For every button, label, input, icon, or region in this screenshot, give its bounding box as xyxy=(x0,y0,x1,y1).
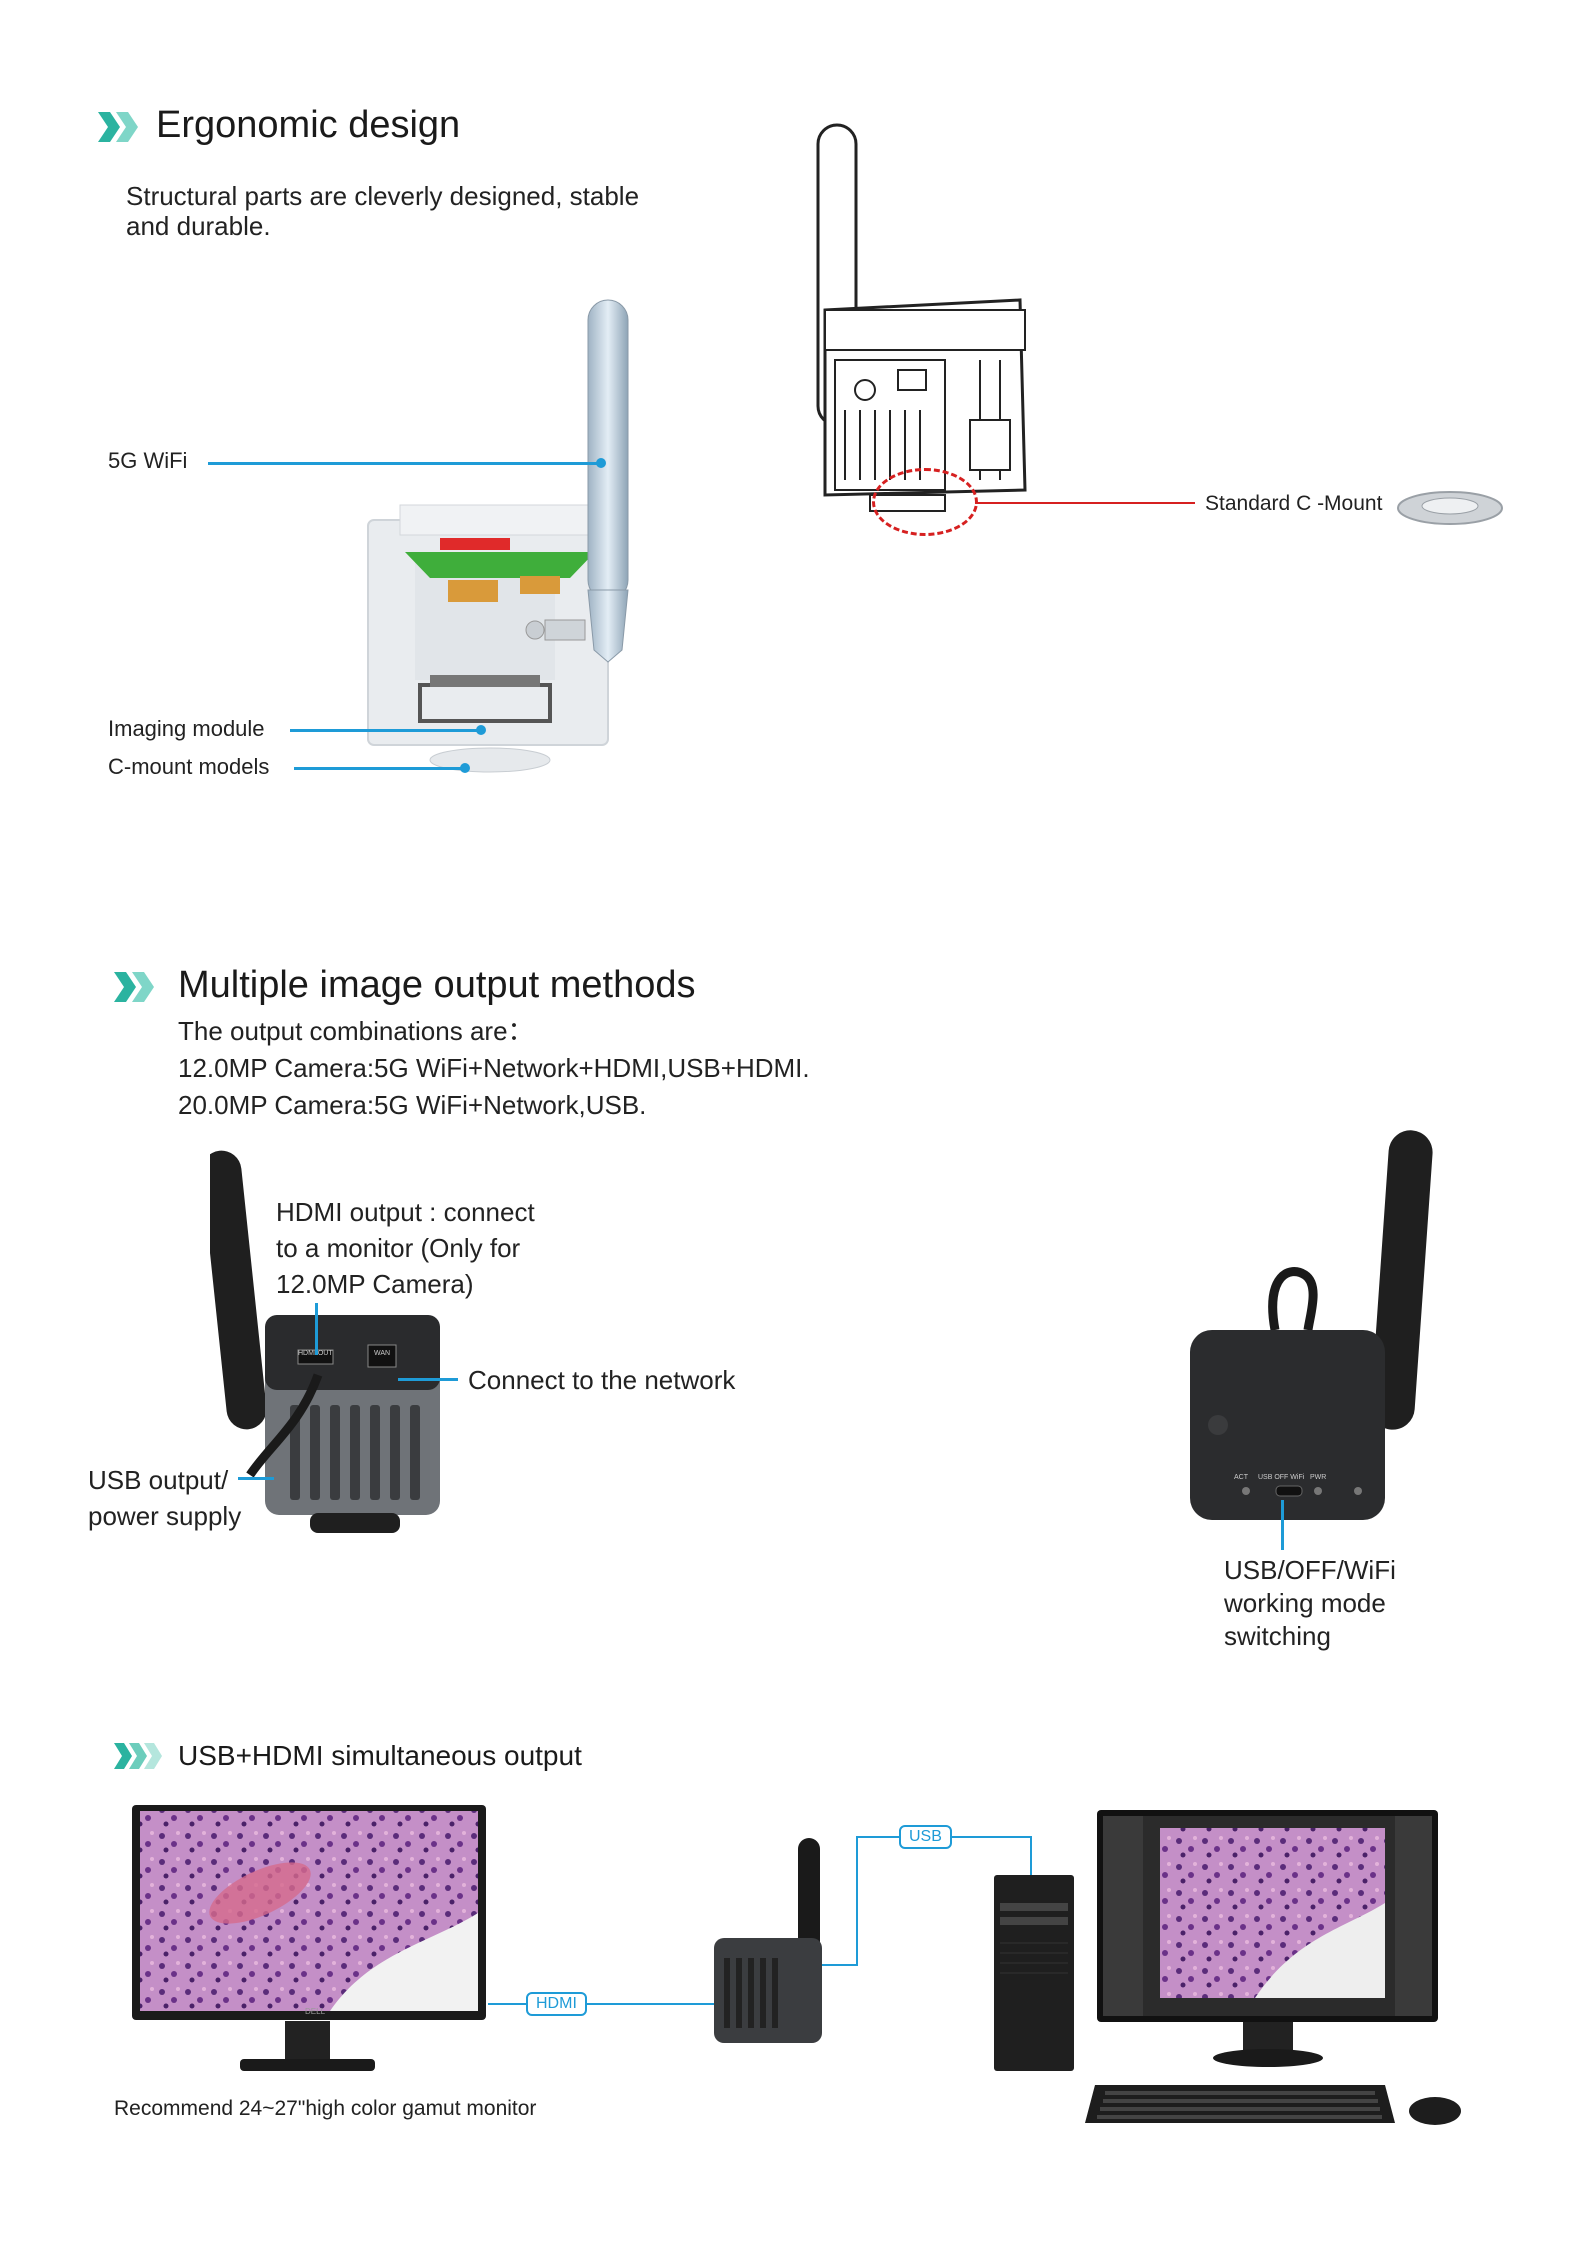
hdmi-monitor xyxy=(132,1805,486,2071)
callout-standard-cmount: Standard C -Mount xyxy=(1205,492,1383,515)
callout-hdmi-output: HDMI output : connect to a monitor (Only… xyxy=(276,1197,535,1299)
callout-line-cmount xyxy=(294,767,464,770)
monitor-recommendation-note: Recommend 24~27"high color gamut monitor xyxy=(114,2097,537,2120)
callout-dot-cmount xyxy=(460,763,470,773)
usb-cable-drop xyxy=(1030,1836,1032,1876)
exploded-camera-illustration xyxy=(367,299,629,773)
monitor-brand-logo: DELL xyxy=(305,2007,326,2016)
output-intro: The output combinations are： xyxy=(178,1016,534,1046)
port-label-usb-off-wifi: USB OFF WiFi xyxy=(1258,1474,1305,1481)
callout-usb-output: USB output/ power supply xyxy=(88,1465,242,1531)
port-label-wan: WAN xyxy=(374,1350,391,1357)
section-chevron-icon xyxy=(98,112,138,142)
output-line-12mp: 12.0MP Camera:5G WiFi+Network+HDMI,USB+H… xyxy=(178,1053,810,1083)
camera-line-art xyxy=(816,123,1027,512)
callout-line-hdmi xyxy=(315,1303,318,1355)
usb-cable-horizontal-low xyxy=(820,1964,858,1966)
usb-cable-vertical xyxy=(856,1836,858,1966)
port-label-pwr: PWR xyxy=(1310,1474,1327,1481)
keyboard-mouse xyxy=(1085,2085,1461,2125)
callout-imaging-module: Imaging module xyxy=(108,716,265,741)
callout-line-standard-cmount xyxy=(975,502,1195,504)
pc-monitor-software xyxy=(1097,1810,1438,2067)
usb-tag: USB xyxy=(899,1825,952,1849)
callout-line-imaging xyxy=(290,729,480,732)
camera-front-photo xyxy=(1190,1130,1433,1520)
cmount-highlight-circle xyxy=(872,468,978,536)
section-title-ergonomic: Ergonomic design xyxy=(156,104,461,146)
section-title-output-methods: Multiple image output methods xyxy=(178,964,696,1006)
callout-line-network xyxy=(398,1378,458,1381)
camera-rear-photo xyxy=(210,1150,440,1533)
pc-tower xyxy=(994,1875,1074,2071)
callout-dot-imaging xyxy=(476,725,486,735)
output-line-20mp: 20.0MP Camera:5G WiFi+Network,USB. xyxy=(178,1090,647,1120)
section-title-simultaneous-output: USB+HDMI simultaneous output xyxy=(178,1740,582,1771)
callout-dot-wifi xyxy=(596,458,606,468)
cmount-ring-icon xyxy=(1397,491,1503,525)
callout-mode-switch: USB/OFF/WiFi working mode switching xyxy=(1224,1555,1396,1651)
callout-line-switch xyxy=(1281,1500,1284,1550)
hdmi-cable-line xyxy=(488,2003,714,2005)
section-chevron-icon xyxy=(114,972,154,1002)
callout-line-usb xyxy=(238,1477,274,1480)
hdmi-tag: HDMI xyxy=(526,1992,587,2016)
callout-line-wifi xyxy=(208,462,600,465)
callout-5g-wifi: 5G WiFi xyxy=(108,448,188,473)
callout-network: Connect to the network xyxy=(468,1365,736,1395)
port-label-act: ACT xyxy=(1234,1474,1248,1481)
section-desc-ergonomic: Structural parts are cleverly designed, … xyxy=(126,181,640,241)
camera-small-photo xyxy=(714,1838,822,2043)
section-chevron-icon xyxy=(114,1743,162,1769)
callout-cmount-models: C-mount models xyxy=(108,754,270,779)
